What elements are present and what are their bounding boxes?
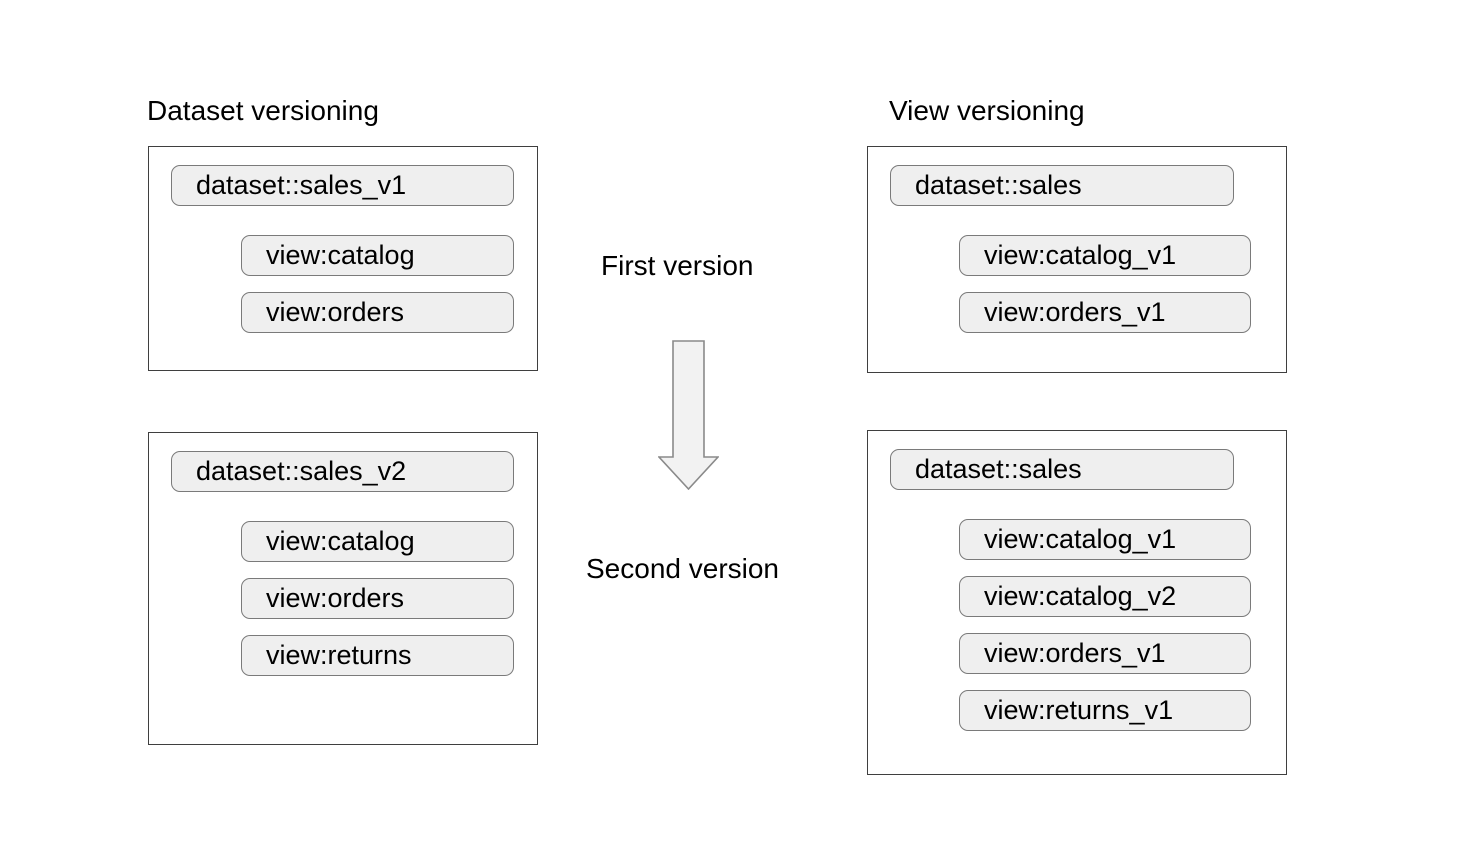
- view-pill: view:returns_v1: [959, 690, 1251, 731]
- dataset-pill: dataset::sales_v2: [171, 451, 514, 492]
- view-pill: view:orders: [241, 578, 514, 619]
- view-pill: view:orders_v1: [959, 292, 1251, 333]
- view-pill: view:catalog_v2: [959, 576, 1251, 617]
- view-versioning-title: View versioning: [889, 95, 1085, 126]
- first-version-label: First version: [601, 250, 754, 281]
- dataset-versioning-v2-box: dataset::sales_v2 view:catalog view:orde…: [148, 432, 538, 745]
- down-arrow-icon: [658, 340, 719, 490]
- dataset-versioning-v1-box: dataset::sales_v1 view:catalog view:orde…: [148, 146, 538, 371]
- view-pill: view:returns: [241, 635, 514, 676]
- view-pill: view:orders: [241, 292, 514, 333]
- view-pill: view:catalog: [241, 521, 514, 562]
- view-pill: view:catalog: [241, 235, 514, 276]
- dataset-versioning-title: Dataset versioning: [147, 95, 379, 126]
- down-arrow-shape: [658, 340, 719, 490]
- dataset-pill: dataset::sales: [890, 449, 1234, 490]
- view-versioning-v2-box: dataset::sales view:catalog_v1 view:cata…: [867, 430, 1287, 775]
- second-version-label: Second version: [586, 553, 780, 584]
- view-versioning-v1-box: dataset::sales view:catalog_v1 view:orde…: [867, 146, 1287, 373]
- view-pill: view:catalog_v1: [959, 519, 1251, 560]
- dataset-pill: dataset::sales: [890, 165, 1234, 206]
- view-pill: view:catalog_v1: [959, 235, 1251, 276]
- view-pill: view:orders_v1: [959, 633, 1251, 674]
- dataset-pill: dataset::sales_v1: [171, 165, 514, 206]
